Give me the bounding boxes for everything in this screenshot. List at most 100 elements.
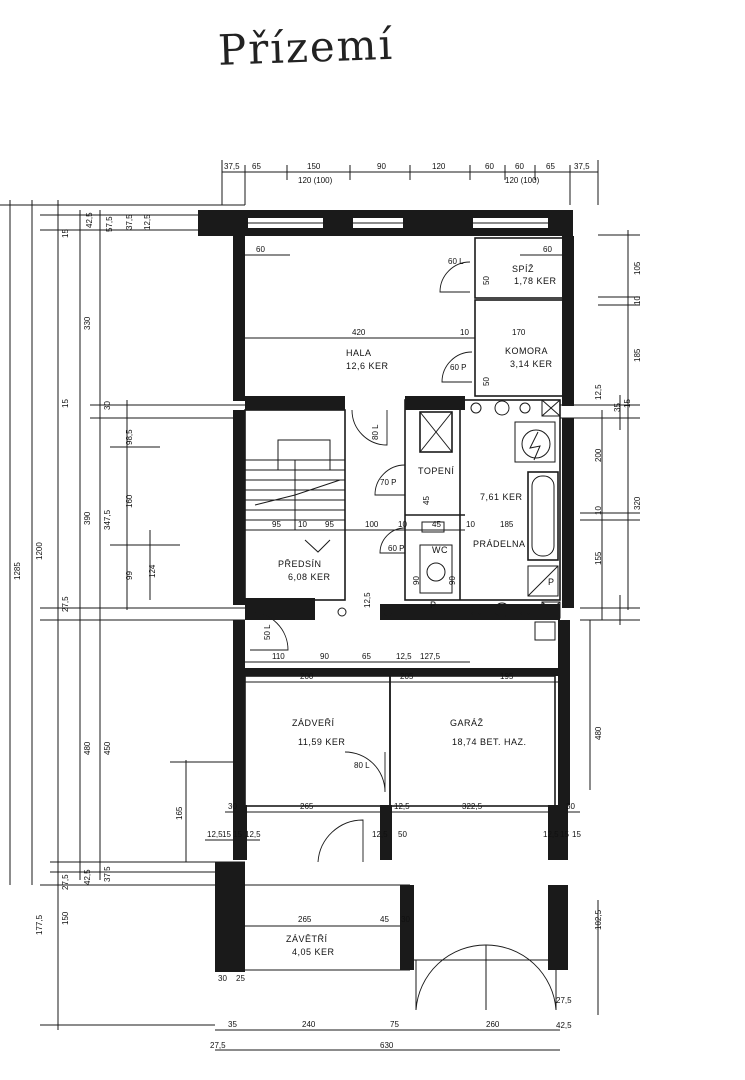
interior-walls [215,237,564,971]
room-spiz-area: 1,78 KER [514,276,557,286]
dim-bottom-265: 265 [300,802,314,811]
inner-dimensions: 60 60 420 10 170 50 50 45 95 10 95 100 1… [205,245,581,1051]
top-dim-3: 150 [307,162,321,171]
dim-hala-60: 60 [256,245,265,254]
left-dim-1285: 1285 [13,562,22,580]
room-labels: SPÍŽ 1,78 KER HALA 12,6 KER KOMORA 3,14 … [278,264,557,957]
svg-text:P: P [548,577,555,587]
right-dim-27: 27,5 [556,996,572,1005]
left-dim-15: 15 [61,229,70,238]
doors: 60 L 60 P 80 L 70 P 60 P 50 L 80 L [249,257,557,1011]
dim-hala-420: 420 [352,328,366,337]
right-dim-185: 185 [633,348,642,362]
svg-text:50: 50 [482,276,491,285]
left-dim-42: 42,5 [83,869,92,885]
svg-text:50: 50 [398,830,407,839]
dim-zadveri-110: 110 [272,652,285,661]
dim-garaz-205: 205 [400,672,414,681]
right-dim-42: 42,5 [556,1021,572,1030]
plan-title: Přízemí [217,20,395,75]
toilet-icon [419,544,453,594]
left-dim-37: 37,5 [103,866,112,882]
right-dimension-lines: 105 10 185 200 320 10 155 12,5 35 15 480… [556,230,642,1030]
outer-walls [198,210,574,972]
left-dim-30: 30 [103,401,112,410]
left-dim-160: 160 [125,494,134,508]
window-label-2: 120 (100) [505,176,540,185]
door-label-3: 80 L [371,424,380,440]
top-dimension-chain: 37,5 65 150 90 120 60 60 65 37,5 120 (10… [221,160,599,205]
dim-row-10b: 10 [398,520,407,529]
door-label-2: 60 P [450,363,466,372]
right-dim-105: 105 [633,261,642,275]
top-dim-5: 120 [432,162,446,171]
dim-row-95a: 95 [272,520,281,529]
dim-bottom-30b: 30 [566,802,575,811]
dim-zadveri-65: 65 [362,652,371,661]
dim-small-2: 15 [222,830,231,839]
room-koupelna-area: 7,61 KER [480,492,523,502]
top-dim-7: 60 [515,162,524,171]
svg-text:45: 45 [432,520,441,529]
left-dim-99: 99 [125,571,134,580]
dim-bottom-12: 12,5 [394,802,410,811]
room-hala-name: HALA [346,348,372,358]
bathtub-icon [527,471,559,561]
top-dim-4: 90 [377,162,386,171]
dim-row-95b: 95 [325,520,334,529]
dim-small-7: 15 [560,830,569,839]
dim-bottom-35: 35 [228,1020,237,1029]
door-label-7: 80 L [354,761,370,770]
left-dim-390: 390 [83,511,92,525]
door-label-4: 70 P [380,478,396,487]
room-hala-area: 12,6 KER [346,361,389,371]
left-dim-124: 124 [148,564,157,578]
left-dim-450: 450 [103,741,112,755]
room-zavetri-area: 4,05 KER [292,947,335,957]
room-topeni-name: TOPENÍ [418,466,454,476]
room-zavetri-name: ZÁVĚTŘÍ [286,934,328,944]
dim-bottom-322: 322,5 [462,802,483,811]
left-dim-330: 330 [83,316,92,330]
dim-small-5: 12,5 [372,830,388,839]
dim-total-left: 27,5 [210,1041,226,1050]
left-dim-347: 347,5 [103,509,112,530]
left-dim-98: 98,5 [125,429,134,445]
dim-zadveri-90: 90 [320,652,329,661]
left-dim-42b: 42,5 [85,212,94,228]
dim-bottom-30a: 30 [228,802,237,811]
svg-text:P: P [430,600,437,610]
dim-zavetri-30: 30 [401,915,410,924]
dim-zadveri-200: 200 [300,672,314,681]
dim-zavetri-45: 45 [380,915,389,924]
right-dim-12: 12,5 [594,384,603,400]
dim-komora-170: 170 [512,328,526,337]
room-pradelna-name: PRÁDELNA [473,539,526,549]
dim-small-3: 15 [233,830,242,839]
door-label-6: 50 L [263,624,272,640]
left-dimension-lines: 1285 1200 330 390 347,5 98,5 160 99 124 … [0,200,245,1030]
dim-spiz-60: 60 [543,245,552,254]
dim-row-185: 185 [500,520,514,529]
left-dim-165: 165 [175,806,184,820]
dim-bottom-260: 260 [486,1020,500,1029]
right-dim-10: 10 [633,296,642,305]
right-dim-320: 320 [633,496,642,510]
svg-text:50: 50 [482,377,491,386]
dim-small-6: 12,5 [543,830,559,839]
staircase [244,439,346,553]
left-dim-1200: 1200 [35,542,44,560]
top-dim-2: 65 [252,162,261,171]
left-dim-12: 12,5 [143,214,152,230]
window-label-1: 120 (100) [298,176,333,185]
left-dim-150: 150 [61,911,70,925]
room-predsin-name: PŘEDSÍN [278,559,322,569]
svg-text:12,5: 12,5 [363,592,372,608]
left-dim-27: 27,5 [61,874,70,890]
fixtures: P P [337,399,561,641]
left-dim-37b: 37,5 [125,214,134,230]
right-dim-35: 35 [613,403,622,412]
dim-zavetri-265: 265 [298,915,312,924]
left-dim-15b: 15 [61,399,70,408]
left-dim-27b: 27,5 [61,596,70,612]
